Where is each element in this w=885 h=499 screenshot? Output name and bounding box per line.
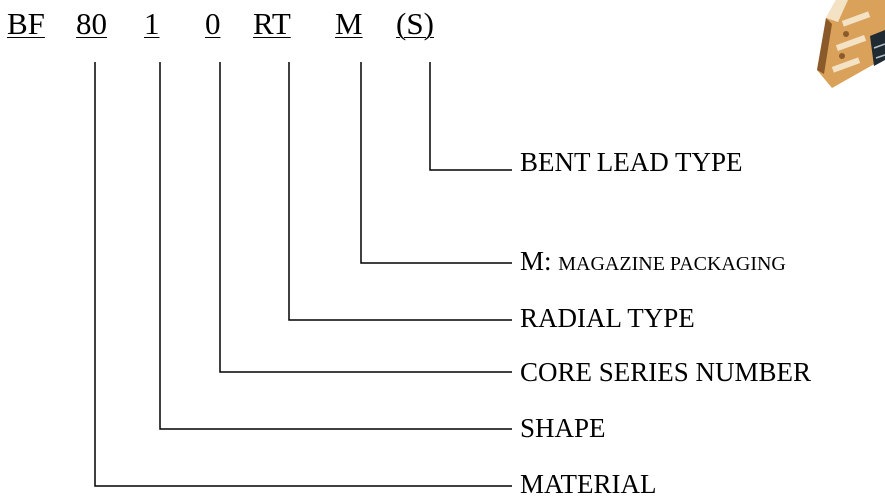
label-magazine: M: MAGAZINE PACKAGING xyxy=(520,246,786,279)
label-shape: SHAPE xyxy=(520,413,606,443)
code-grade: 80 xyxy=(76,6,107,41)
connector-bent-lead xyxy=(429,62,512,171)
label-radial: RADIAL TYPE xyxy=(520,303,695,333)
code-packaging: M xyxy=(335,6,363,41)
product-photo xyxy=(817,0,885,88)
code-material: BF xyxy=(7,6,45,41)
connector-core-series xyxy=(219,62,512,373)
label-core-series: CORE SERIES NUMBER xyxy=(520,357,812,387)
label-magazine-prefix: M: xyxy=(520,246,552,276)
label-material: MATERIAL xyxy=(520,469,657,499)
connector-material xyxy=(94,62,512,487)
code-series: 0 xyxy=(205,6,221,41)
connector-radial xyxy=(288,62,512,321)
label-bent-lead: BENT LEAD TYPE xyxy=(520,147,743,177)
label-magazine-rest: MAGAZINE PACKAGING xyxy=(558,253,786,275)
code-type: RT xyxy=(253,6,291,41)
code-shape: 1 xyxy=(144,6,160,41)
code-lead: (S) xyxy=(396,6,434,41)
connector-magazine xyxy=(360,62,512,264)
connector-shape xyxy=(159,62,512,430)
